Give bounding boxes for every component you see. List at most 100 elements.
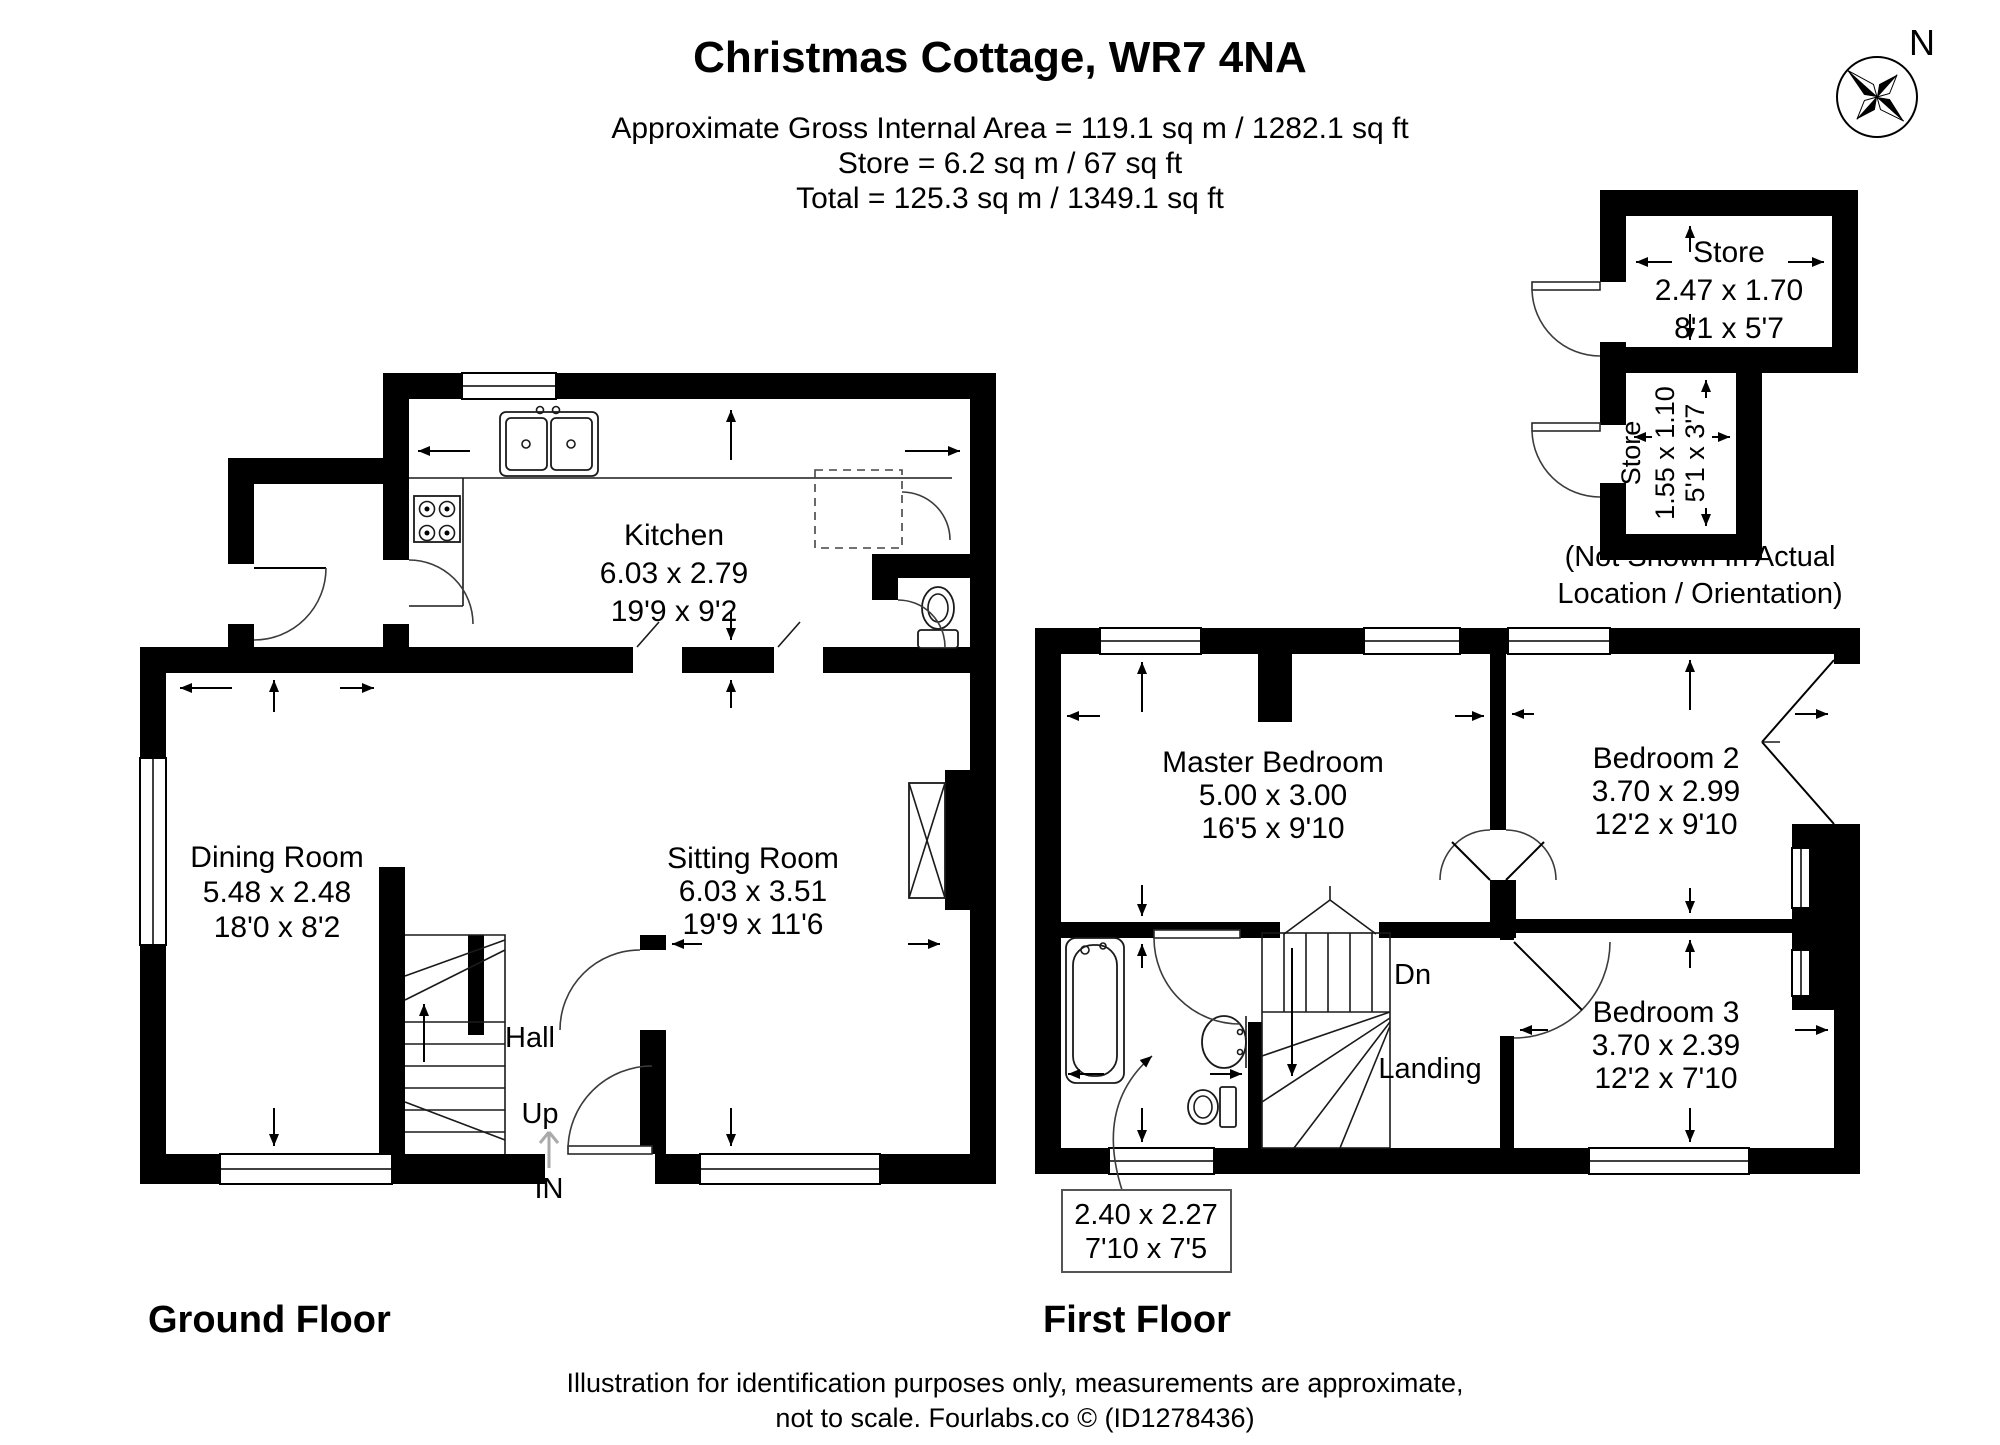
store-walls [1600,190,1858,560]
window-icon [1507,627,1611,655]
store-note: (Not Shown In Actual Location / Orientat… [1557,541,1842,610]
door-tick-icon [777,621,801,648]
header-area-line: Approximate Gross Internal Area = 119.1 … [611,112,1409,145]
door-leaf-icon [1153,929,1241,939]
bedroom3-name: Bedroom 3 [1593,996,1740,1029]
bathroom-dim-imperial: 7'10 x 7'5 [1085,1233,1207,1265]
callout-leader-arrow [1112,1055,1153,1191]
window-icon [699,1153,881,1185]
hob-icon [413,495,461,543]
note-line-1: (Not Shown In Actual [1565,541,1836,573]
room-dim-imperial: 8'1 x 5'7 [1674,312,1784,345]
store-dimension-arrows [1634,226,1824,526]
door-arc-icon [1531,289,1601,357]
door-arc-icon [1153,937,1241,1025]
bathtub-icon [1065,937,1125,1084]
door-arc-icon [408,559,474,625]
header-store-line: Store = 6.2 sq m / 67 sq ft [838,147,1183,180]
stairs-up-label: Up [521,1098,558,1130]
window-icon [219,1153,393,1185]
master-dim-metric: 5.00 x 3.00 [1199,779,1347,812]
compass-rose: N [1836,22,1935,138]
ground-floor-room-labels: Kitchen 6.03 x 2.79 19'9 x 9'2 Dining Ro… [190,519,839,1130]
first-floor-plan: 2.40 x 2.27 7'10 x 7'5 Master Bedroom 5.… [1035,627,1860,1341]
bedroom2-dim-imperial: 12'2 x 9'10 [1594,808,1737,841]
door-leaf-icon [1451,841,1491,881]
landing-label: Landing [1378,1053,1481,1085]
door-tick-icon [636,621,660,648]
door-leaf-icon [1513,941,1583,1011]
window-icon [1363,627,1461,655]
entrance-marker: IN [535,1131,564,1205]
window-icon [1108,1147,1215,1175]
ground-floor-windows [139,372,881,1185]
kitchen-dim-metric: 6.03 x 2.79 [600,557,748,590]
first-floor-title: First Floor [1043,1299,1231,1341]
door-arc-icon [1531,430,1601,498]
bathroom-fixtures [1065,937,1247,1128]
header-total-line: Total = 125.3 sq m / 1349.1 sq ft [796,182,1224,215]
door-arc-icon [567,1065,653,1151]
ground-floor-walls [140,373,996,1184]
window-icon [461,372,557,400]
footer-line-2: not to scale. Fourlabs.co © (ID1278436) [775,1403,1254,1433]
first-floor-dimension-arrows [1067,660,1828,1142]
stairs-down-label: Dn [1394,959,1431,991]
first-floor-room-labels: Master Bedroom 5.00 x 3.00 16'5 x 9'10 B… [1162,742,1740,1095]
page-title: Christmas Cottage, WR7 4NA [693,33,1307,82]
ground-floor-title: Ground Floor [148,1299,391,1341]
window-icon [1099,627,1202,655]
window-icon [1791,847,1811,909]
ground-floor-plan: IN Kitchen 6.03 x 2.79 19'9 x 9'2 Dining… [139,372,996,1341]
header: Christmas Cottage, WR7 4NA Approximate G… [611,33,1409,215]
first-floor-stairs [1261,932,1391,1149]
ground-floor-stairs [404,934,506,1154]
store-doors [1531,281,1601,498]
entrance-arrow-icon [538,1131,560,1168]
master-dim-imperial: 16'5 x 9'10 [1201,812,1344,845]
sink-icon [499,405,599,477]
store-detail: Store 2.47 x 1.70 8'1 x 5'7 Store 1.55 x… [1531,190,1858,610]
compass-north-label: N [1909,22,1935,63]
sitting-room-chimney [908,782,946,899]
room-dim-metric: 1.55 x 1.10 [1650,386,1680,520]
sitting-dim-imperial: 19'9 x 11'6 [682,908,823,941]
compass-star-icon [1846,69,1905,122]
callout-box [1061,1189,1232,1273]
dining-dim-imperial: 18'0 x 8'2 [214,911,341,944]
bedroom2-name: Bedroom 2 [1593,742,1740,775]
bedroom2-dim-metric: 3.70 x 2.99 [1592,775,1740,808]
first-floor-walls [1035,628,1860,1174]
cupboard-dashed-icon [814,469,903,549]
kitchen-fixtures [409,405,959,649]
window-icon [1791,949,1811,997]
window-icon [1588,1147,1750,1175]
hall-label: Hall [505,1022,555,1054]
compass-circle [1836,56,1918,138]
sitting-name: Sitting Room [667,842,839,875]
door-arc-icon [897,599,946,648]
toilet-icon [917,586,959,649]
sitting-dim-metric: 6.03 x 3.51 [679,875,827,908]
bathroom-dim-metric: 2.40 x 2.27 [1074,1199,1218,1231]
door-leaf-icon [567,1145,653,1155]
door-leaf-icon [1505,841,1545,881]
bedroom3-dim-metric: 3.70 x 2.39 [1592,1029,1740,1062]
door-leaf-icon [1531,281,1601,291]
entrance-label: IN [535,1173,564,1205]
ground-floor-doors [253,559,946,1155]
window-icon [139,757,167,946]
bifold-door-icon [1283,886,1377,935]
kitchen-name: Kitchen [624,519,724,552]
footer-line-1: Illustration for identification purposes… [567,1368,1464,1398]
toilet-icon [1187,1086,1237,1128]
room-dim-imperial: 5'1 x 3'7 [1680,404,1710,503]
dining-dim-metric: 5.48 x 2.48 [203,876,351,909]
store2-label: Store 1.55 x 1.10 5'1 x 3'7 [1616,386,1710,520]
note-line-2: Location / Orientation) [1557,578,1842,610]
door-leaf-icon [1531,422,1601,432]
ground-floor-dimension-arrows [180,410,960,1146]
first-floor-doors [1153,829,1611,1039]
